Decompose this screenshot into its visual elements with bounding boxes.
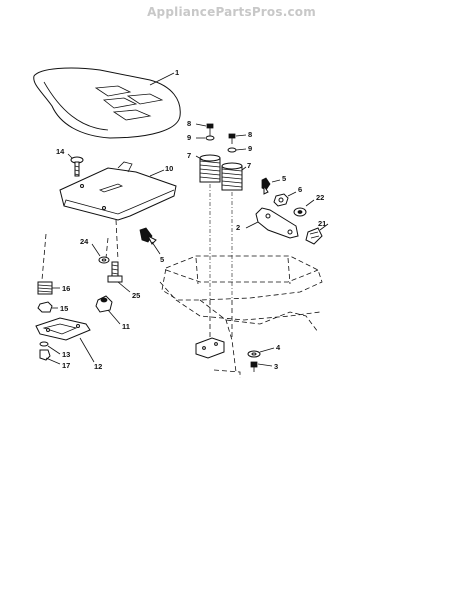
seat-part[interactable]	[33, 67, 181, 139]
mount-plate-part[interactable]	[195, 337, 225, 359]
knob-part[interactable]	[293, 207, 307, 217]
callout-9-right: 9	[248, 144, 252, 153]
shoulder-bolt-part[interactable]	[107, 261, 123, 283]
callout-13: 13	[62, 350, 70, 359]
seat-pan-part[interactable]	[59, 161, 177, 221]
callout-24: 24	[80, 237, 89, 246]
callout-8-left: 8	[187, 119, 191, 128]
flat-washer-part[interactable]	[98, 256, 110, 264]
callout-2: 2	[236, 223, 240, 232]
watermark: AppliancePartsPros.com	[147, 5, 316, 19]
callout-9-left: 9	[187, 133, 191, 142]
callout-1: 1	[175, 68, 179, 77]
compression-spring-part[interactable]	[37, 281, 53, 295]
callout-15: 15	[60, 304, 68, 313]
pivot-bracket-part[interactable]	[95, 295, 113, 313]
nut-17-part[interactable]	[39, 349, 51, 361]
callout-7-right: 7	[247, 161, 251, 170]
slide-rail-part[interactable]	[35, 317, 91, 341]
callout-7-left: 7	[187, 151, 191, 160]
callout-25: 25	[132, 291, 140, 300]
callout-21: 21	[318, 219, 326, 228]
washer-left-part[interactable]	[205, 135, 215, 141]
bolt-3-part[interactable]	[250, 361, 258, 372]
callout-12: 12	[94, 362, 102, 371]
seat-latch-left-part[interactable]	[139, 227, 157, 245]
callout-5-right: 5	[282, 174, 286, 183]
callout-16: 16	[62, 284, 70, 293]
callout-22: 22	[316, 193, 324, 202]
washer-right-part[interactable]	[227, 147, 237, 153]
washer-13-part[interactable]	[39, 341, 49, 347]
adjuster-knob-part[interactable]	[305, 227, 323, 245]
callout-5-left: 5	[160, 255, 164, 264]
seat-latch-right-part[interactable]	[261, 177, 271, 195]
bolt-left-part[interactable]	[206, 123, 214, 136]
callout-8-right: 8	[248, 130, 252, 139]
callout-17: 17	[62, 361, 70, 370]
fender-frame-outline	[159, 255, 323, 378]
callout-6: 6	[298, 185, 302, 194]
washer-4-part[interactable]	[247, 350, 261, 358]
callout-4: 4	[276, 343, 281, 352]
spring-right-part[interactable]	[221, 162, 243, 191]
bracket-part[interactable]	[255, 207, 299, 239]
callout-11: 11	[122, 322, 130, 331]
nut-part[interactable]	[273, 193, 289, 207]
callout-3: 3	[274, 362, 278, 371]
callout-14: 14	[56, 147, 65, 156]
lock-nut-part[interactable]	[37, 301, 53, 313]
bolt-right-part[interactable]	[228, 133, 236, 144]
carriage-bolt-part[interactable]	[70, 156, 84, 177]
callout-10: 10	[165, 164, 173, 173]
spring-left-part[interactable]	[199, 154, 221, 183]
